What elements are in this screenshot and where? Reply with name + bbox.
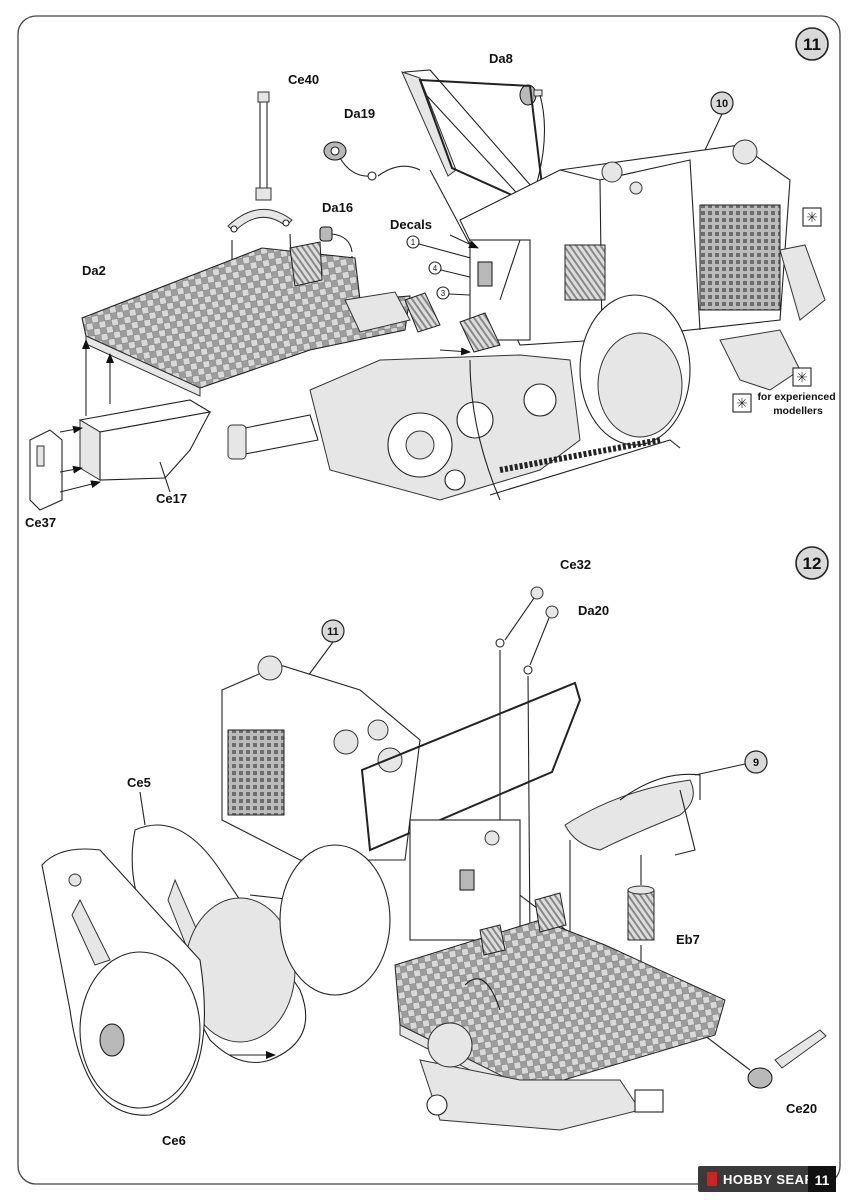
part-ce5-label: Ce5	[127, 775, 151, 790]
svg-text:✳: ✳	[796, 370, 808, 386]
part-ce37-label: Ce37	[25, 515, 56, 530]
page-frame	[17, 15, 841, 1185]
page-number: 11	[815, 1172, 830, 1188]
part-ce40-drawing	[227, 91, 296, 296]
assembly-9-ref-badge	[744, 750, 768, 774]
assembly-11-ref: 11	[327, 626, 339, 638]
part-ce20-label: Ce20	[786, 1101, 817, 1116]
experienced-note-line-2: modellers	[773, 405, 823, 417]
watermark: HOBBY SEARCH 11	[698, 1166, 836, 1192]
assembly-9-ref: 9	[753, 757, 759, 769]
svg-text:1: 1	[411, 238, 416, 247]
experienced-marker-1: ✳	[802, 207, 822, 227]
experienced-note: for experienced	[757, 391, 835, 403]
svg-text:✳: ✳	[806, 210, 818, 226]
step-12-badge	[795, 546, 829, 580]
svg-text:4: 4	[433, 264, 438, 273]
svg-text:✳: ✳	[736, 396, 748, 412]
part-da2-label: Da2	[82, 263, 106, 278]
part-ce40-label: Ce40	[288, 72, 319, 87]
step-11-number: 11	[803, 35, 821, 54]
part-eb7-label: Eb7	[676, 932, 700, 947]
watermark-text: HOBBY SEARCH	[723, 1172, 834, 1187]
decals-label: Decals	[390, 217, 432, 232]
part-da20-label: Da20	[578, 603, 609, 618]
part-da2-drawing	[81, 241, 411, 416]
part-da20-drawing	[523, 605, 559, 941]
part-ce17-drawing	[78, 399, 212, 493]
experienced-marker-2: ✳	[792, 367, 812, 387]
step-11: 11 Ce40 Da19 Da8	[25, 27, 838, 530]
part-ce32-label: Ce32	[560, 557, 591, 572]
step-12: 12 11 Ce32 Da20 9	[41, 546, 829, 1148]
experienced-note-line: for experienced modellers	[757, 391, 838, 417]
tractor-assembly-step-11	[227, 69, 826, 501]
tractor-assembly-step-12	[221, 655, 726, 1131]
experienced-marker-3: ✳	[732, 393, 752, 413]
decal-callout-1: 1	[406, 235, 479, 261]
part-ce17-label: Ce17	[156, 491, 187, 506]
svg-text:3: 3	[441, 289, 446, 298]
part-ce6-label: Ce6	[162, 1133, 186, 1148]
step-12-number: 12	[803, 554, 822, 573]
part-ce6-drawing	[41, 848, 205, 1116]
step-11-badge	[795, 27, 829, 61]
part-da16-label: Da16	[322, 200, 353, 215]
part-da8-label: Da8	[489, 51, 513, 66]
assembly-10-ref: 10	[716, 98, 728, 110]
part-ce37-drawing	[29, 425, 101, 511]
part-da19-drawing	[323, 141, 421, 181]
decal-callout-4: 4	[428, 261, 483, 281]
part-ce5-drawing	[131, 824, 356, 1064]
part-da19-label: Da19	[344, 106, 375, 121]
